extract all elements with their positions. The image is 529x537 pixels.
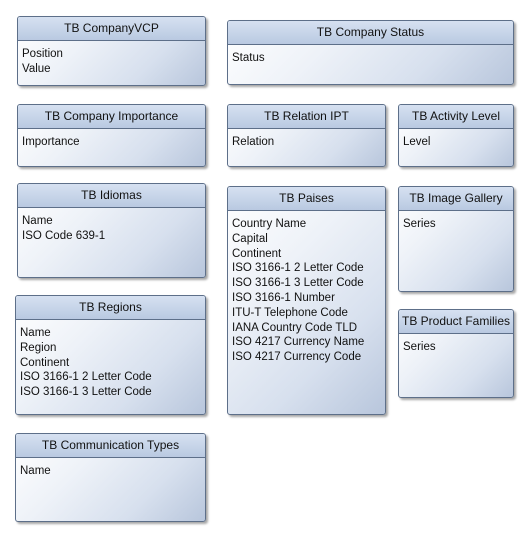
field: ISO 3166-1 2 Letter Code	[232, 262, 364, 275]
field: Name	[20, 465, 51, 477]
field-list: Country Name Capital Continent ISO 3166-…	[228, 211, 385, 365]
entity-tb-idiomas[interactable]: TB Idiomas Name ISO Code 639-1	[17, 183, 206, 278]
entity-title: TB Idiomas	[18, 184, 205, 208]
entity-title: TB Relation IPT	[228, 105, 385, 129]
field: ISO Code 639-1	[22, 229, 106, 242]
entity-title: TB Company Status	[228, 21, 513, 45]
field: Continent	[20, 356, 70, 369]
field: ISO 4217 Currency Name	[232, 336, 365, 349]
entity-tb-regions[interactable]: TB Regions Name Region Continent ISO 316…	[15, 295, 206, 415]
field-list: Series	[399, 211, 513, 232]
field: ITU-T Telephone Code	[232, 306, 348, 319]
field: Continent	[232, 247, 282, 260]
field: Relation	[232, 136, 275, 148]
entity-tb-communication-types[interactable]: TB Communication Types Name	[15, 433, 206, 522]
field: ISO 4217 Currency Code	[232, 351, 362, 364]
field: ISO 3166-1 3 Letter Code	[232, 277, 364, 290]
field-list: Name ISO Code 639-1	[18, 208, 205, 244]
entity-title: TB CompanyVCP	[18, 17, 205, 41]
field: IANA Country Code TLD	[232, 321, 358, 334]
field-list: Position Value	[18, 41, 205, 77]
field-list: Series	[399, 334, 513, 355]
entity-title: TB Communication Types	[16, 434, 205, 458]
entity-title: TB Regions	[16, 296, 205, 320]
field: ISO 3166-1 2 Letter Code	[20, 371, 152, 384]
field: Series	[403, 218, 436, 230]
entity-tb-relation-ipt[interactable]: TB Relation IPT Relation	[227, 104, 386, 167]
field-list: Relation	[228, 129, 385, 150]
entity-title: TB Company Importance	[18, 105, 205, 129]
entity-tb-activity-level[interactable]: TB Activity Level Level	[398, 104, 514, 167]
field: Capital	[232, 232, 268, 245]
entity-title: TB Image Gallery	[399, 187, 513, 211]
entity-title: TB Product Families	[399, 310, 513, 334]
entity-tb-company-status[interactable]: TB Company Status Status	[227, 20, 514, 85]
field: Status	[232, 52, 265, 64]
field: Region	[20, 341, 57, 354]
field: Value	[22, 62, 51, 75]
entity-tb-paises[interactable]: TB Paises Country Name Capital Continent…	[227, 186, 386, 415]
field-list: Name	[16, 458, 205, 479]
field: Name	[20, 327, 51, 339]
field: Importance	[22, 136, 80, 148]
entity-tb-companyvcp[interactable]: TB CompanyVCP Position Value	[17, 16, 206, 86]
entity-title: TB Activity Level	[399, 105, 513, 129]
entity-title: TB Paises	[228, 187, 385, 211]
field-list: Name Region Continent ISO 3166-1 2 Lette…	[16, 320, 205, 400]
entity-tb-product-families[interactable]: TB Product Families Series	[398, 309, 514, 398]
entity-tb-image-gallery[interactable]: TB Image Gallery Series	[398, 186, 514, 292]
field: Country Name	[232, 218, 307, 230]
field-list: Level	[399, 129, 513, 150]
field: ISO 3166-1 3 Letter Code	[20, 386, 152, 399]
entity-tb-company-importance[interactable]: TB Company Importance Importance	[17, 104, 206, 167]
field: Name	[22, 215, 53, 227]
field: Level	[403, 136, 431, 148]
field-list: Importance	[18, 129, 205, 150]
field: Series	[403, 341, 436, 353]
field-list: Status	[228, 45, 513, 66]
field: ISO 3166-1 Number	[232, 291, 335, 304]
field: Position	[22, 48, 63, 60]
